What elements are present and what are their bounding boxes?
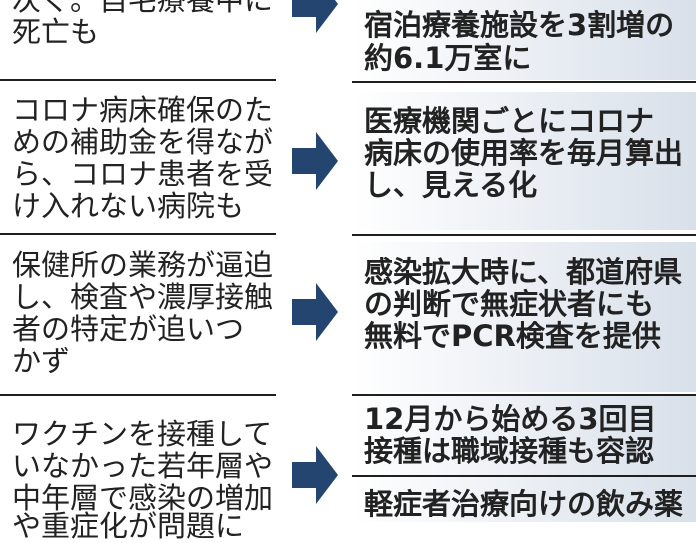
problem-line: かず xyxy=(12,344,71,378)
measure-line: 12月から始める3回目 xyxy=(364,402,657,436)
row-divider xyxy=(0,394,276,396)
row-divider xyxy=(352,475,696,477)
measure-panel-4 xyxy=(352,396,696,522)
measure-line: 宿泊療養施設を3割増の xyxy=(364,8,675,42)
problem-line: 者の特定が追いつ xyxy=(12,312,245,346)
right-arrow-icon xyxy=(292,283,338,341)
right-arrow-icon xyxy=(292,446,338,504)
row-divider xyxy=(0,79,276,81)
problem-line: 次ぐ。自宅療養中に xyxy=(12,0,274,17)
right-arrow-icon xyxy=(292,0,338,33)
right-arrow-icon xyxy=(292,132,338,190)
measure-line: し、見える化 xyxy=(364,168,538,202)
problem-line: け入れない病院も xyxy=(12,189,245,223)
problem-line: ら、コロナ患者を受 xyxy=(12,157,274,191)
measure-line: 無料でPCR検査を提供 xyxy=(364,319,661,353)
problem-line: ワクチンを接種して xyxy=(12,417,273,451)
measure-line: 感染拡大時に、都道府県 xyxy=(364,255,683,289)
problem-line: めの補助金を得なが xyxy=(12,125,274,159)
problem-line: 中年層で感染の増加 xyxy=(12,481,274,515)
row-divider xyxy=(352,394,696,396)
measure-panel-2 xyxy=(352,92,696,230)
row-divider xyxy=(352,234,696,236)
row-divider xyxy=(0,233,276,235)
problem-line: いなかった若年層や xyxy=(12,449,274,483)
problem-line: 保健所の業務が逼迫 xyxy=(12,248,274,282)
measure-line: の判断で無症状者にも xyxy=(364,287,655,321)
measure-line: 接種は職域接種も容認 xyxy=(364,434,655,468)
problem-line: し、検査や濃厚接触 xyxy=(12,280,274,314)
row-divider xyxy=(352,81,696,83)
measure-panel-3 xyxy=(352,242,696,392)
problem-line: コロナ病床確保のた xyxy=(12,93,274,127)
measure-line: 医療機関ごとにコロナ xyxy=(364,104,655,138)
measure-panel-1 xyxy=(352,0,696,80)
problem-line: 死亡も xyxy=(12,15,100,49)
measure-line: 病床の使用率を毎月算出 xyxy=(364,136,684,170)
problem-line: や重症化が問題に xyxy=(12,509,245,543)
measure-line: 軽症者治療向けの飲み薬 xyxy=(364,487,684,521)
measure-line: 約6.1万室に xyxy=(364,41,532,75)
